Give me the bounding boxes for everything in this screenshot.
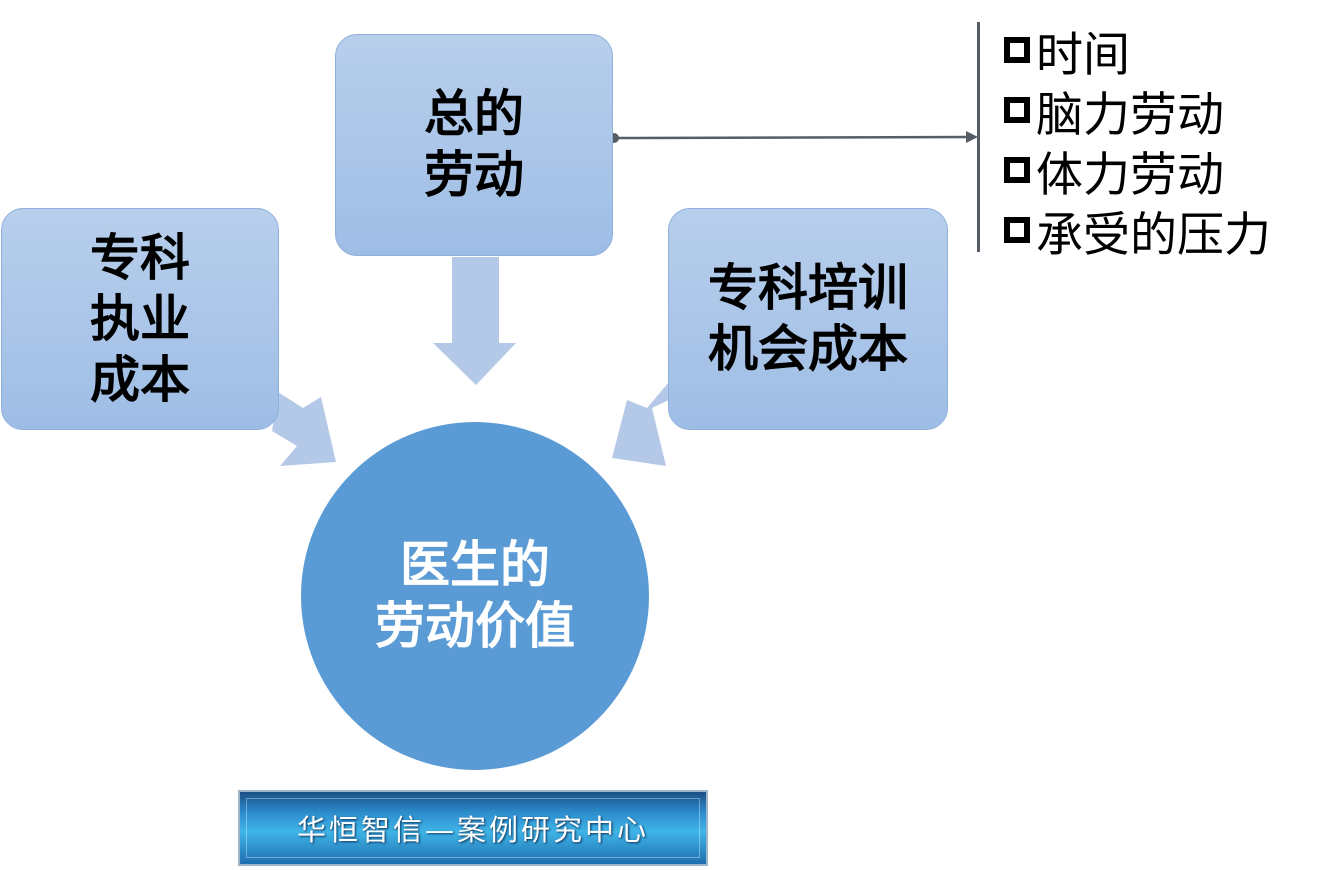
brand-banner-frame <box>246 798 700 858</box>
training-opportunity-cost-line: 机会成本 <box>708 320 908 378</box>
total-labor-line: 总的 <box>424 85 524 143</box>
factor-item: 承受的压力 <box>1004 200 1271 263</box>
doctor-labor-value-label: 医生的 劳动价值 <box>375 535 575 657</box>
factor-item-label: 体力劳动 <box>1036 147 1224 203</box>
training-opportunity-cost-box: 专科培训 机会成本 <box>668 208 948 430</box>
specialty-practice-cost-line: 执业 <box>90 289 190 348</box>
doctor-labor-value-circle: 医生的 劳动价值 <box>301 422 649 770</box>
top-arrow <box>433 257 516 385</box>
doctor-labor-value-line: 劳动价值 <box>375 597 575 655</box>
right-arrow <box>612 382 673 466</box>
factor-item-label: 时间 <box>1036 27 1130 83</box>
factor-item-label: 承受的压力 <box>1036 207 1271 263</box>
factor-list-bracket <box>977 22 980 252</box>
total-labor-factor-list: 时间 脑力劳动 体力劳动 承受的压力 <box>1004 20 1271 263</box>
brand-banner: 华恒智信—案例研究中心 <box>238 790 708 866</box>
total-labor-box: 总的 劳动 <box>335 34 613 256</box>
total-labor-line: 劳动 <box>424 146 524 204</box>
checkbox-icon <box>1004 217 1030 243</box>
doctor-labor-value-line: 医生的 <box>400 536 550 594</box>
factor-item: 时间 <box>1004 20 1271 83</box>
specialty-practice-cost-box: 专科 执业 成本 <box>1 208 279 430</box>
training-opportunity-cost-line: 专科培训 <box>708 259 908 317</box>
specialty-practice-cost-line: 专科 <box>90 228 190 287</box>
factor-item: 体力劳动 <box>1004 140 1271 203</box>
checkbox-icon <box>1004 157 1030 183</box>
checkbox-icon <box>1004 37 1030 63</box>
factor-item: 脑力劳动 <box>1004 80 1271 143</box>
connector-line <box>613 135 969 140</box>
training-opportunity-cost-label: 专科培训 机会成本 <box>708 258 908 380</box>
connector-arrowhead <box>966 131 978 143</box>
brand-banner-text: 华恒智信—案例研究中心 <box>296 813 649 847</box>
factor-item-label: 脑力劳动 <box>1036 87 1224 143</box>
left-arrow <box>272 392 336 466</box>
checkbox-icon <box>1004 97 1030 123</box>
total-labor-label: 总的 劳动 <box>424 84 524 206</box>
specialty-practice-cost-label: 专科 执业 成本 <box>90 228 190 411</box>
specialty-practice-cost-line: 成本 <box>90 350 190 409</box>
